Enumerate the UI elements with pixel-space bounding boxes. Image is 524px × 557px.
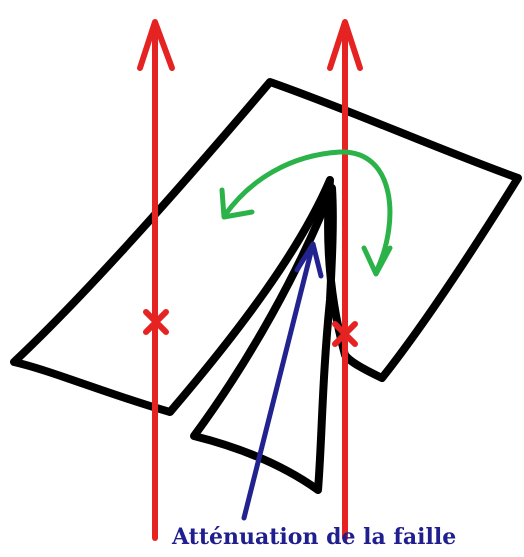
arrow-head-icon bbox=[364, 248, 390, 274]
fault-attenuation-label: Atténuation de la faille bbox=[172, 524, 456, 550]
sheet-main-outline bbox=[14, 82, 518, 412]
